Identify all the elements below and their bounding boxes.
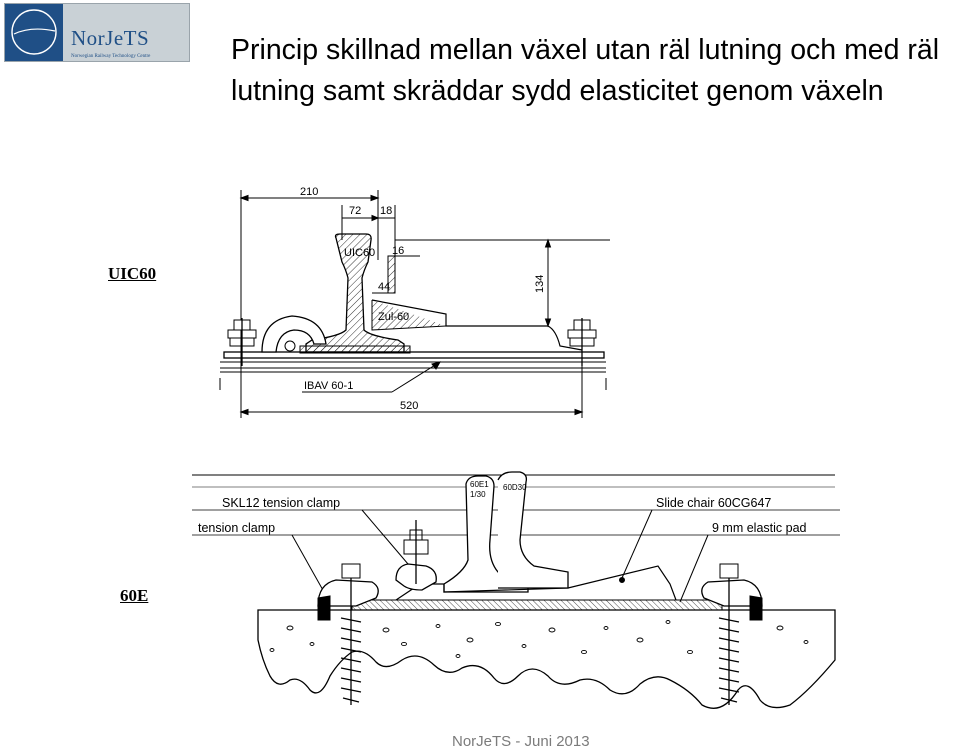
logo-swirl-icon	[11, 9, 57, 55]
callout-elastic-pad: 9 mm elastic pad	[712, 521, 807, 535]
dim-72: 72	[349, 205, 361, 217]
dim-210: 210	[300, 186, 318, 198]
rail-label-inclination: 1/30	[470, 490, 486, 499]
page-title: Princip skillnad mellan växel utan räl l…	[231, 34, 940, 107]
uic60-side-label: UIC60	[108, 264, 157, 283]
norjets-logo: NorJeTS Norwegian Railway Technology Cen…	[4, 3, 190, 62]
dim-520: 520	[400, 400, 418, 412]
logo-emblem-icon	[5, 4, 63, 61]
rail-label-uic60: UIC60	[344, 247, 375, 259]
rail-label-60e1: 60E1	[470, 480, 489, 489]
dim-44: 44	[378, 281, 390, 293]
callout-skl12-clamp: SKL12 tension clamp	[222, 496, 340, 510]
dim-134: 134	[534, 275, 546, 293]
plate-label-ibav: IBAV 60-1	[304, 380, 353, 392]
60e-side-label: 60E	[120, 586, 149, 605]
footer-text: NorJeTS - Juni 2013	[452, 733, 590, 750]
callout-slide-chair: Slide chair 60CG647	[656, 496, 771, 510]
callout-tension-clamp: tension clamp	[198, 521, 275, 535]
60e-cross-section	[192, 471, 840, 709]
dim-16: 16	[392, 245, 404, 257]
rail-label-60d30: 60D30	[503, 483, 527, 492]
logo-subtitle: Norwegian Railway Technology Centre	[71, 54, 151, 59]
uic60-cross-section	[219, 190, 610, 418]
logo-name: NorJeTS	[71, 26, 150, 50]
chair-label-zul60: Zul-60	[378, 311, 409, 323]
dim-18: 18	[380, 205, 392, 217]
